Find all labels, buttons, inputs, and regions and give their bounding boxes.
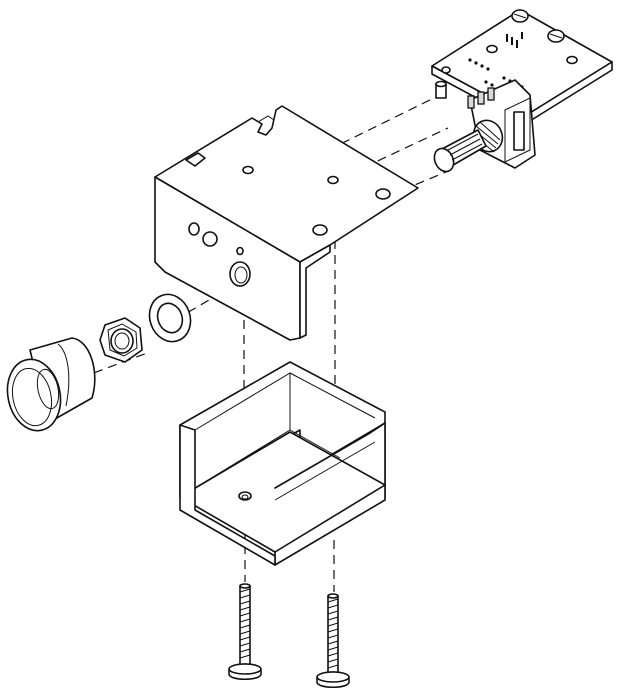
hex-nut	[99, 317, 143, 363]
potentiometer	[433, 79, 536, 173]
enclosure	[179, 361, 386, 566]
screw-left	[228, 583, 262, 681]
washer	[148, 293, 192, 343]
mounting-bracket	[154, 105, 419, 341]
screw-right	[316, 593, 350, 689]
knob	[6, 337, 96, 432]
